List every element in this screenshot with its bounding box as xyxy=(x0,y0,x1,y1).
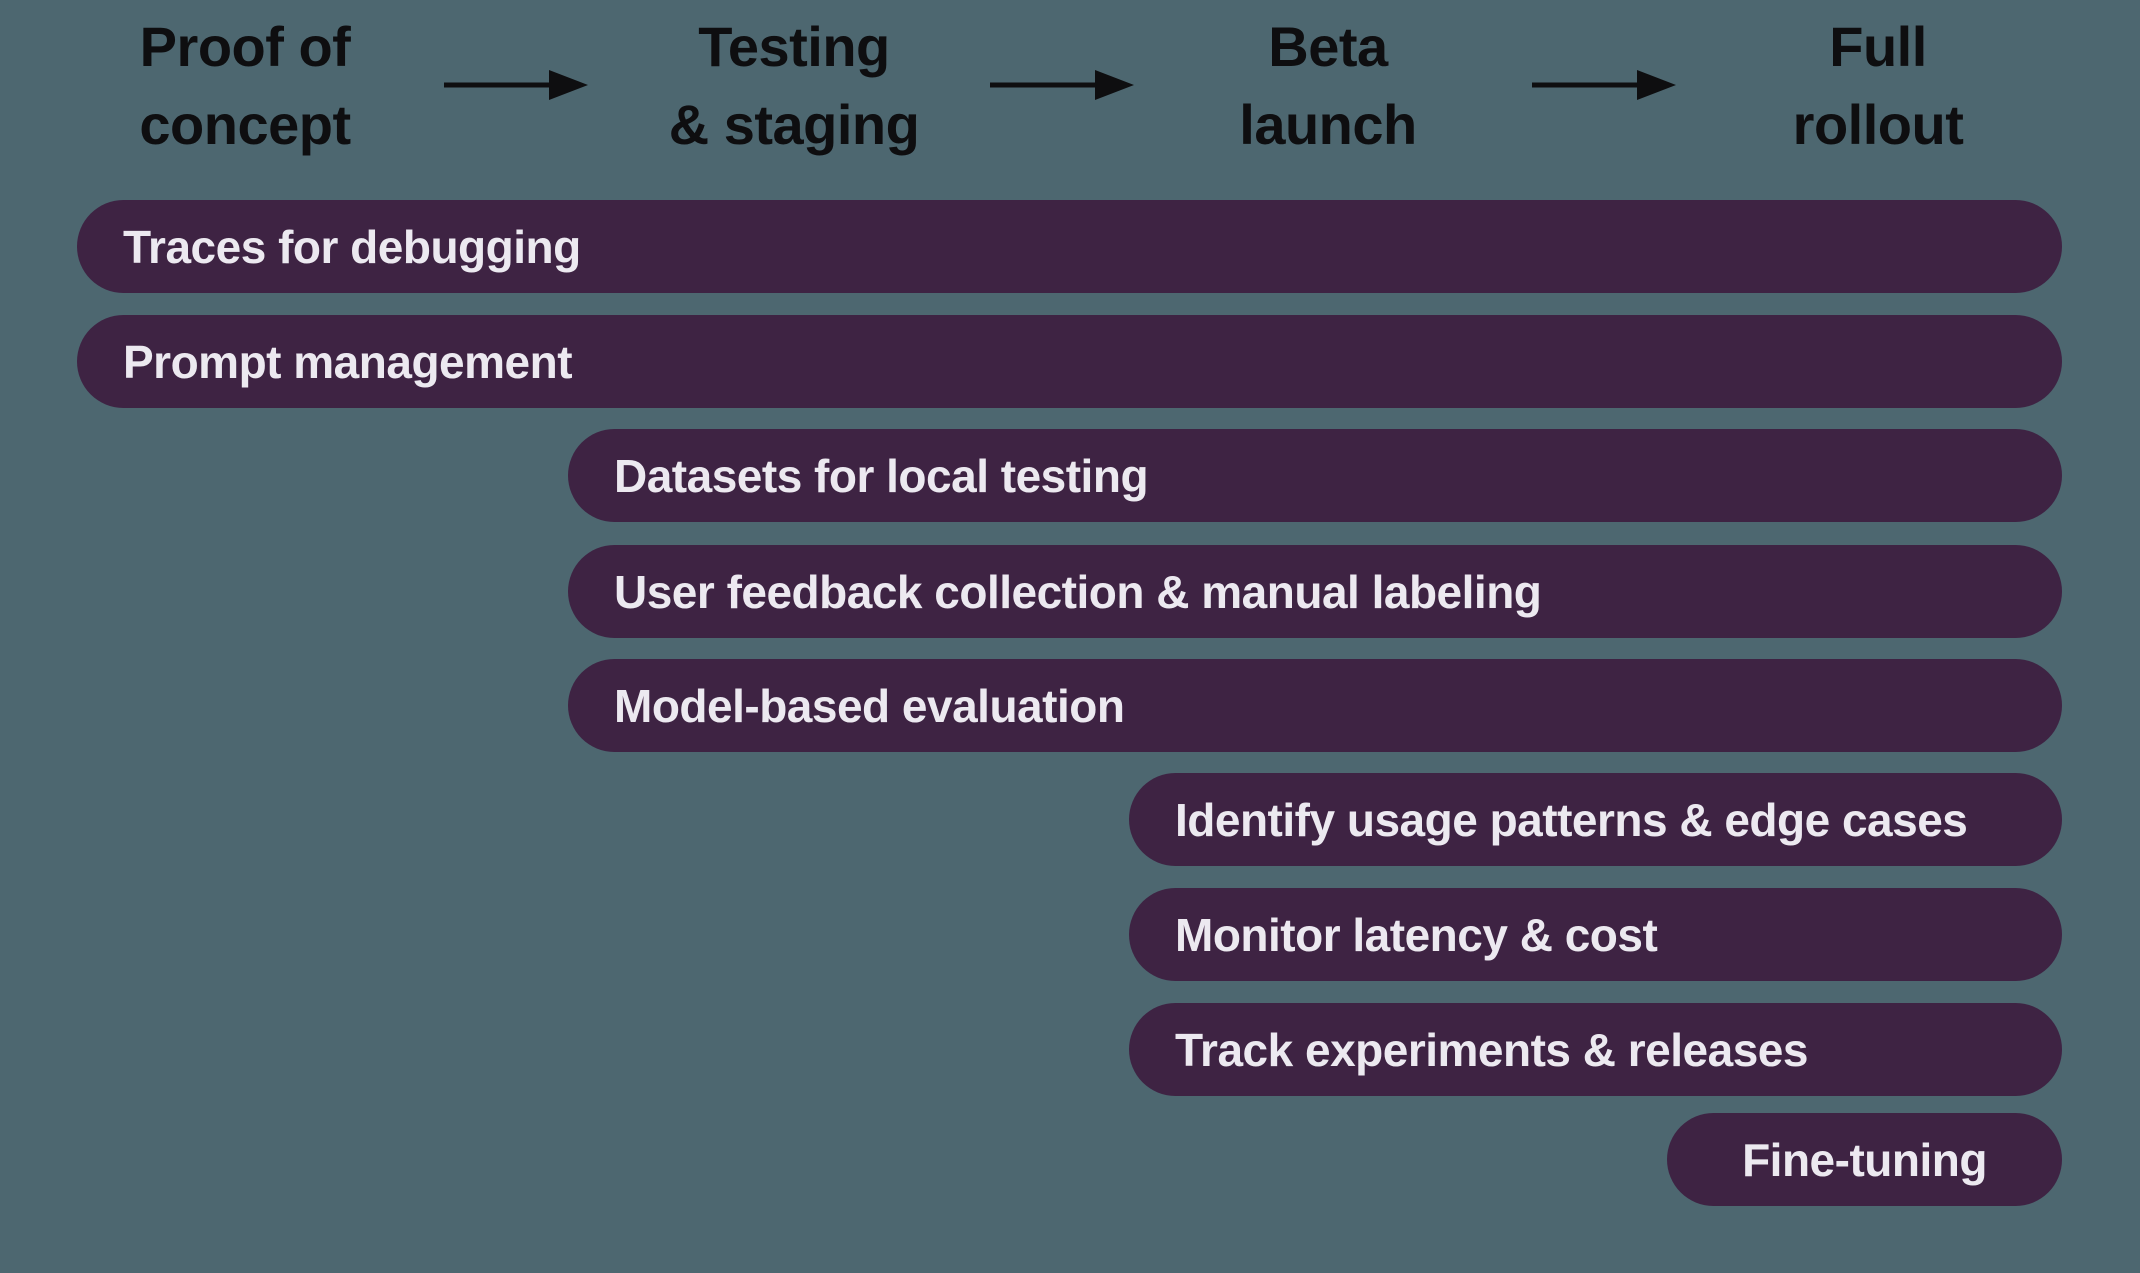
bar-user-feedback-collection: User feedback collection & manual labeli… xyxy=(568,545,2062,638)
bar-label: Prompt management xyxy=(123,335,573,388)
arrow-right-icon xyxy=(1532,70,1676,100)
bar-track-experiments-releases: Track experiments & releases xyxy=(1129,1003,2062,1096)
bar-fine-tuning: Fine-tuning xyxy=(1667,1113,2062,1206)
phase-label-line: rollout xyxy=(1792,93,1964,156)
bar-label: User feedback collection & manual labeli… xyxy=(614,565,1542,618)
bar-prompt-management: Prompt management xyxy=(77,315,2062,408)
bar-label: Model-based evaluation xyxy=(614,679,1125,732)
bar-label: Track experiments & releases xyxy=(1175,1023,1808,1076)
phase-label-line: Beta xyxy=(1268,15,1388,78)
bar-identify-usage-patterns: Identify usage patterns & edge cases xyxy=(1129,773,2062,866)
phase-label-line: Testing xyxy=(698,15,890,78)
bar-label: Monitor latency & cost xyxy=(1175,908,1658,961)
phase-label-testing-staging: Testing & staging xyxy=(669,8,920,164)
arrow-right-icon xyxy=(444,70,588,100)
phase-label-line: launch xyxy=(1239,93,1417,156)
bar-label: Fine-tuning xyxy=(1742,1133,1987,1186)
bar-model-based-evaluation: Model-based evaluation xyxy=(568,659,2062,752)
arrow-right-icon xyxy=(990,70,1134,100)
phase-label-proof-of-concept: Proof of concept xyxy=(139,8,351,164)
phase-label-line: & staging xyxy=(668,93,920,156)
phase-label-beta-launch: Beta launch xyxy=(1239,8,1417,164)
phase-label-line: Proof of xyxy=(139,15,351,78)
bar-monitor-latency-cost: Monitor latency & cost xyxy=(1129,888,2062,981)
phase-label-full-rollout: Full rollout xyxy=(1793,8,1964,164)
phase-label-line: concept xyxy=(139,93,351,156)
bar-label: Datasets for local testing xyxy=(614,449,1149,502)
bar-label: Identify usage patterns & edge cases xyxy=(1175,793,1968,846)
bar-label: Traces for debugging xyxy=(123,220,581,273)
bar-datasets-for-local-testing: Datasets for local testing xyxy=(568,429,2062,522)
bar-traces-for-debugging: Traces for debugging xyxy=(77,200,2062,293)
phase-label-line: Full xyxy=(1829,15,1927,78)
